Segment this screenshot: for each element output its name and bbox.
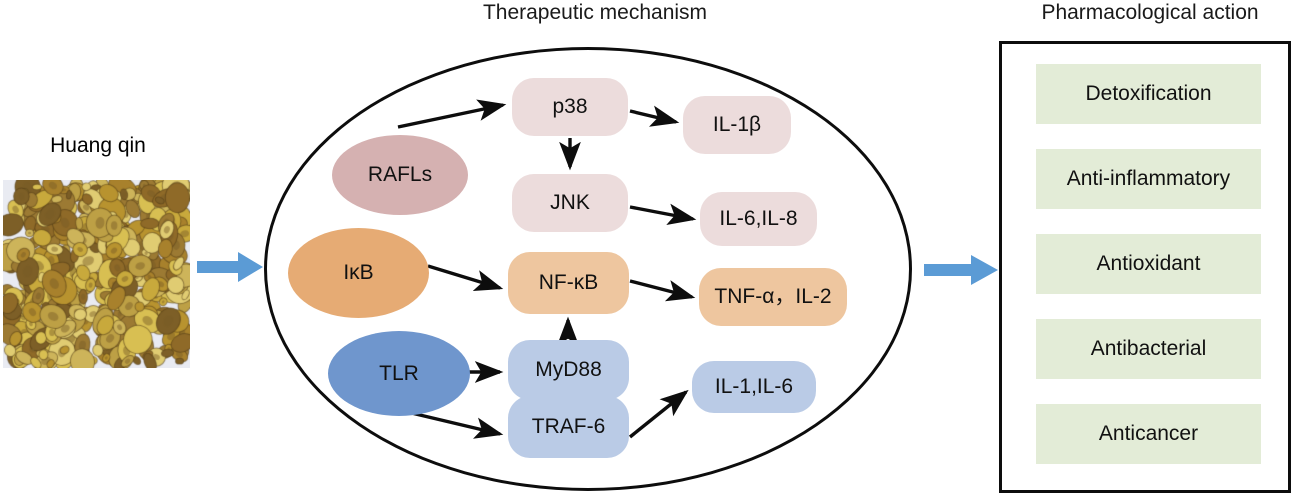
pharma-action-anti-inflammatory[interactable]: Anti-inflammatory — [1036, 149, 1261, 209]
huang-qin-label: Huang qin — [50, 134, 146, 157]
flow-arrow-cell-to-actions — [924, 255, 998, 285]
node-ikb[interactable]: IκB — [288, 228, 429, 318]
pharma-action-antibacterial[interactable]: Antibacterial — [1036, 319, 1261, 379]
node-il-6-il-8[interactable]: IL-6,IL-8 — [700, 192, 817, 246]
pharma-action-detoxification[interactable]: Detoxification — [1036, 64, 1261, 124]
flow-arrow-herb-to-cell — [197, 252, 263, 282]
pharma-action-anticancer[interactable]: Anticancer — [1036, 404, 1261, 464]
pharma-action-antioxidant[interactable]: Antioxidant — [1036, 234, 1261, 294]
pharmacological-action-panel: Detoxification Anti-inflammatory Antioxi… — [999, 41, 1291, 493]
node-jnk[interactable]: JNK — [512, 174, 628, 232]
node-tlr[interactable]: TLR — [328, 331, 470, 416]
node-nfkb[interactable]: NF-κB — [508, 252, 629, 314]
huang-qin-photo — [3, 180, 190, 368]
cell-boundary-ellipse — [264, 47, 912, 491]
node-il-1-beta[interactable]: IL-1β — [683, 96, 791, 154]
node-tnf-alpha-il-2[interactable]: TNF-α，IL-2 — [699, 268, 847, 326]
node-p38[interactable]: p38 — [512, 78, 628, 136]
node-il-1-il-6[interactable]: IL-1,IL-6 — [692, 361, 816, 413]
node-traf6[interactable]: TRAF-6 — [508, 396, 629, 458]
node-rafls[interactable]: RAFLs — [332, 135, 468, 215]
node-myd88[interactable]: MyD88 — [508, 340, 629, 400]
therapeutic-mechanism-title: Therapeutic mechanism — [482, 1, 708, 24]
pharmacological-action-title: Pharmacological action — [1041, 1, 1259, 24]
